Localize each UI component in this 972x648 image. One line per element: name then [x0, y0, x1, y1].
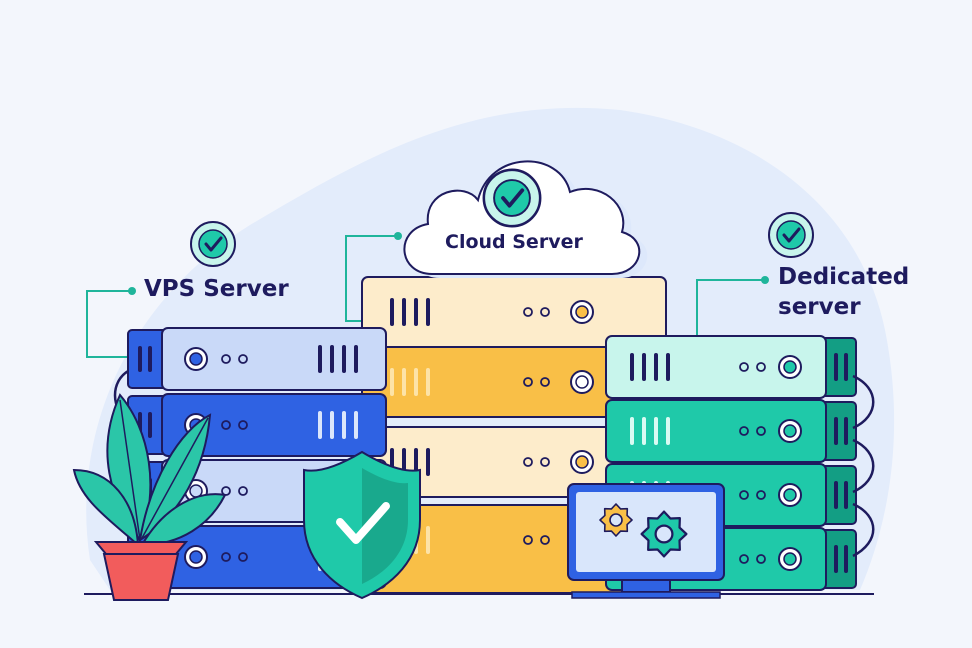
shield-check-icon [303, 450, 421, 600]
vps-server-label: VPS Server [144, 276, 289, 302]
cloud-connector [345, 232, 402, 322]
cloud-server-label: Cloud Server [445, 231, 583, 253]
plant-icon [72, 393, 227, 601]
dedicated-connector [696, 276, 769, 336]
dedicated-label-line2: server [778, 294, 861, 320]
cloud-server-unit [361, 346, 667, 418]
check-badge-icon [190, 221, 236, 267]
vps-connector [86, 287, 136, 358]
check-badge-icon [482, 168, 542, 228]
gear-icon [640, 510, 688, 558]
dedicated-server-unit [605, 399, 857, 463]
dedicated-server-unit [605, 335, 857, 399]
monitor-icon [567, 483, 725, 599]
check-badge-icon [768, 212, 814, 258]
vps-server-unit [127, 393, 387, 457]
dedicated-label-line1: Dedicated [778, 264, 910, 290]
vps-server-unit [127, 327, 387, 391]
gear-icon [599, 503, 633, 537]
dedicated-server-label: Dedicated server [778, 262, 909, 322]
cloud-server-stack [361, 276, 667, 594]
